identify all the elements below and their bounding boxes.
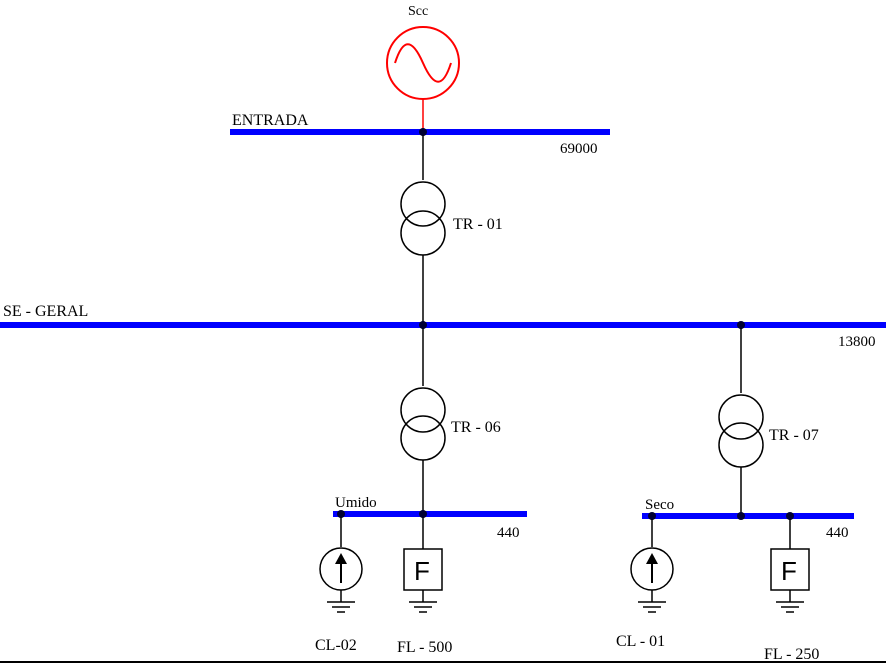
filter-icon-fl250[interactable]: F — [770, 548, 810, 591]
cl01-label: CL - 01 — [616, 633, 665, 650]
fl250-label: FL - 250 — [764, 646, 819, 663]
bus-seco-voltage: 440 — [826, 525, 849, 541]
ground-icon-cl02 — [327, 590, 355, 613]
node-seco-fl250 — [786, 512, 794, 520]
ground-icon-cl01 — [638, 590, 666, 613]
bus-umido-name: Umido — [335, 495, 377, 511]
fl500-label: FL - 500 — [397, 639, 452, 656]
node-seco-cl01 — [648, 512, 656, 520]
node-se-geral-tr06 — [419, 321, 427, 329]
node-se-geral-tr07 — [737, 321, 745, 329]
source-label: Scc — [408, 4, 428, 19]
node-umido-fl500 — [419, 510, 427, 518]
bus-seco-name: Seco — [645, 497, 674, 513]
fl500-symbol: F — [414, 556, 430, 586]
bus-se-geral-voltage: 13800 — [838, 334, 876, 350]
current-source-icon-cl02[interactable] — [319, 547, 363, 591]
filter-icon-fl500[interactable]: F — [403, 548, 443, 591]
tr06-label: TR - 06 — [451, 419, 501, 436]
transformer-icon-tr01[interactable] — [400, 181, 446, 256]
transformer-icon-tr06[interactable] — [400, 387, 446, 461]
current-source-icon-cl01[interactable] — [630, 547, 674, 591]
ground-icon-fl250 — [776, 590, 804, 613]
ac-source-icon[interactable] — [386, 26, 460, 100]
node-entrada — [419, 128, 427, 136]
fl250-symbol: F — [781, 556, 797, 586]
node-umido-cl02 — [337, 510, 345, 518]
transformer-icon-tr07[interactable] — [718, 394, 764, 468]
bus-se-geral-name: SE - GERAL — [3, 303, 88, 320]
bus-umido-voltage: 440 — [497, 525, 520, 541]
tr01-label: TR - 01 — [453, 216, 503, 233]
ground-icon-fl500 — [409, 590, 437, 613]
cl02-label: CL-02 — [315, 637, 357, 654]
bus-entrada-name: ENTRADA — [232, 112, 309, 129]
tr07-label: TR - 07 — [769, 427, 819, 444]
bus-entrada-voltage: 69000 — [560, 141, 598, 157]
node-seco-tr07 — [737, 512, 745, 520]
